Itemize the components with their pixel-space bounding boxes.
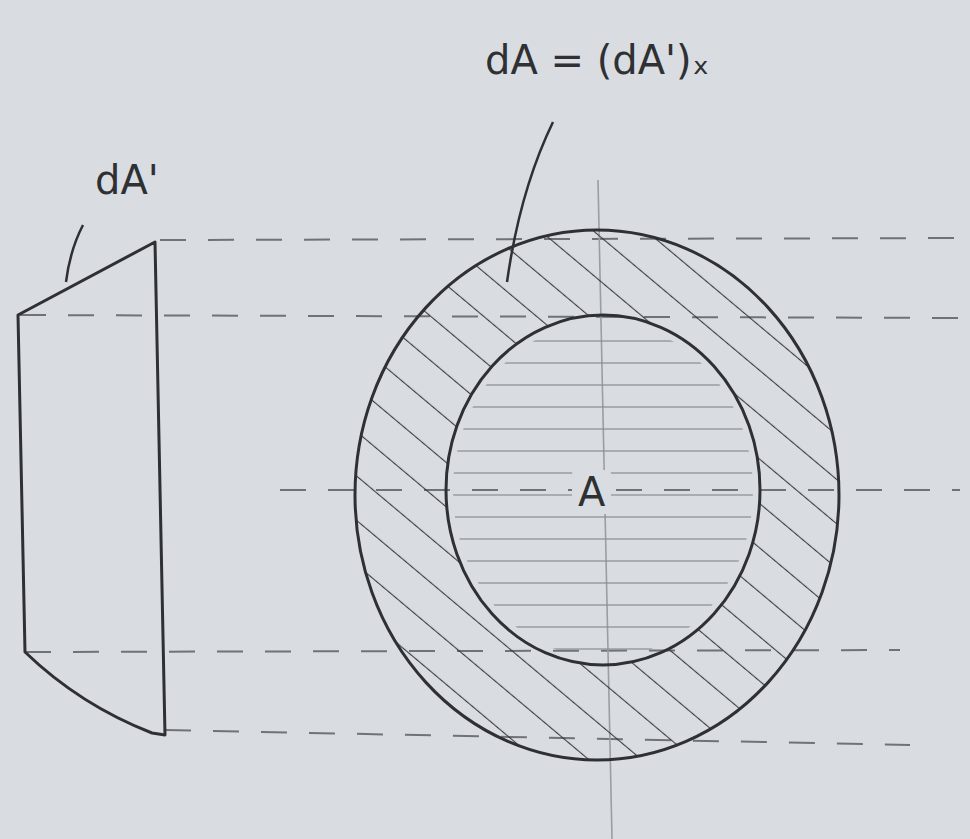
inner-circle (446, 315, 760, 665)
area-hatch (453, 322, 753, 658)
area-label: dA = (dA')ₓ (485, 40, 709, 80)
leader-line (507, 122, 553, 282)
leader-line (66, 225, 83, 282)
annulus-hatch (355, 230, 839, 760)
side-view-shape (18, 242, 165, 735)
outer-circle (355, 230, 839, 760)
area-label: dA' (95, 160, 159, 200)
area-label: A (572, 470, 611, 514)
